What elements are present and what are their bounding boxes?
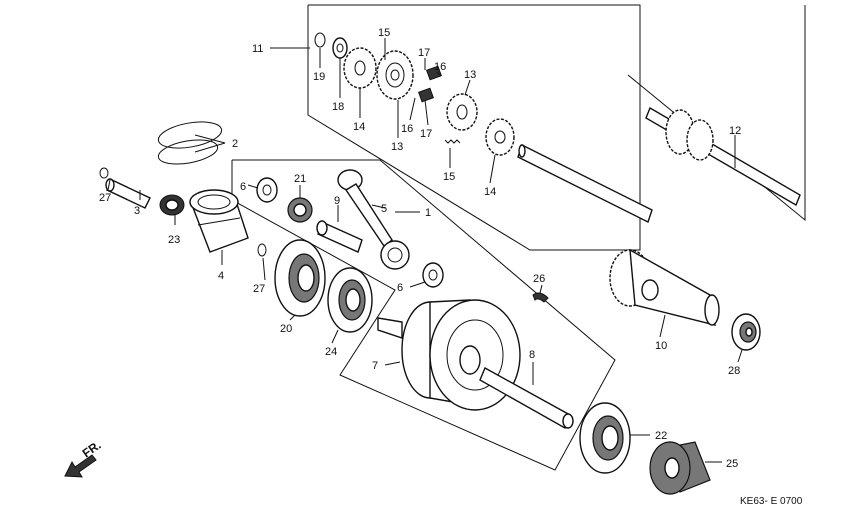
- drawing-code: KE63- E 0700: [740, 496, 803, 507]
- needle-bearing-big-end: [287, 197, 313, 223]
- callout-2: 2: [232, 138, 238, 150]
- gear-13-upper: [376, 50, 414, 100]
- callout-11: 11: [252, 43, 263, 55]
- callout-14-upper: 14: [353, 121, 365, 133]
- bearing-28: [731, 313, 761, 351]
- crank-pin: [316, 220, 363, 253]
- oil-seal-right: [649, 441, 711, 495]
- kick-starter-spindle: [609, 248, 720, 326]
- main-bearing-right: [579, 402, 631, 474]
- circlip-19: [314, 32, 326, 48]
- callout-16-upper: 16: [434, 61, 446, 73]
- pin-clip-left: [99, 167, 109, 179]
- countershaft: [645, 106, 801, 207]
- callout-13-lower: 13: [391, 141, 403, 153]
- oil-seal-left: [327, 267, 373, 333]
- callout-14-lower: 14: [484, 186, 496, 198]
- piston: [189, 189, 249, 253]
- callout-27-left: 27: [99, 192, 111, 204]
- callout-28: 28: [728, 365, 740, 377]
- callout-23: 23: [168, 234, 180, 246]
- callout-20: 20: [280, 323, 292, 335]
- gear-14-lower: [485, 118, 515, 156]
- callout-7: 7: [372, 360, 378, 372]
- callout-25: 25: [726, 458, 738, 470]
- front-direction-label: FR.: [80, 438, 104, 461]
- callout-15-lower: 15: [443, 171, 455, 183]
- callout-12: 12: [729, 125, 741, 137]
- leader-lines: [107, 38, 743, 463]
- callout-10: 10: [655, 340, 667, 352]
- gear-13-lower: [446, 93, 478, 131]
- shift-forks-16-17: [418, 65, 442, 103]
- callout-18: 18: [332, 101, 344, 113]
- piston-pin: [105, 178, 151, 209]
- callout-4: 4: [218, 270, 224, 282]
- callout-17-upper: 17: [418, 47, 430, 59]
- washer-18: [332, 37, 348, 59]
- callout-16-lower: 16: [401, 123, 413, 135]
- spring-15: [444, 139, 461, 144]
- gear-group-outline: [307, 4, 641, 251]
- thrust-washer-lower: [422, 262, 444, 288]
- thrust-washer-upper: [256, 177, 278, 203]
- needle-bearing-small: [159, 194, 185, 216]
- callout-6-lower: 6: [397, 282, 403, 294]
- callout-27-right: 27: [253, 283, 265, 295]
- callout-9: 9: [334, 195, 340, 207]
- callout-17-lower: 17: [420, 128, 432, 140]
- callout-8: 8: [529, 349, 535, 361]
- main-bearing-left: [274, 239, 326, 317]
- callout-13-upper: 13: [464, 69, 476, 81]
- callout-24: 24: [325, 346, 337, 358]
- callout-6-upper: 6: [240, 181, 246, 193]
- piston-rings: [157, 121, 223, 165]
- woodruff-key: [532, 292, 549, 303]
- crank-group-outline: [231, 159, 616, 471]
- callout-1: 1: [425, 207, 431, 219]
- callout-15-upper: 15: [378, 27, 390, 39]
- crankshaft: [377, 299, 574, 430]
- callout-5: 5: [381, 203, 387, 215]
- callout-19: 19: [313, 71, 325, 83]
- main-shaft: [517, 144, 653, 223]
- front-direction-arrow: FR.: [64, 438, 104, 478]
- gear-14-upper: [343, 47, 377, 89]
- callout-21: 21: [294, 173, 306, 185]
- callout-22: 22: [655, 430, 667, 442]
- pin-clip-right: [257, 243, 267, 257]
- callout-26: 26: [533, 273, 545, 285]
- callout-3: 3: [134, 205, 140, 217]
- connecting-rod: [337, 169, 410, 270]
